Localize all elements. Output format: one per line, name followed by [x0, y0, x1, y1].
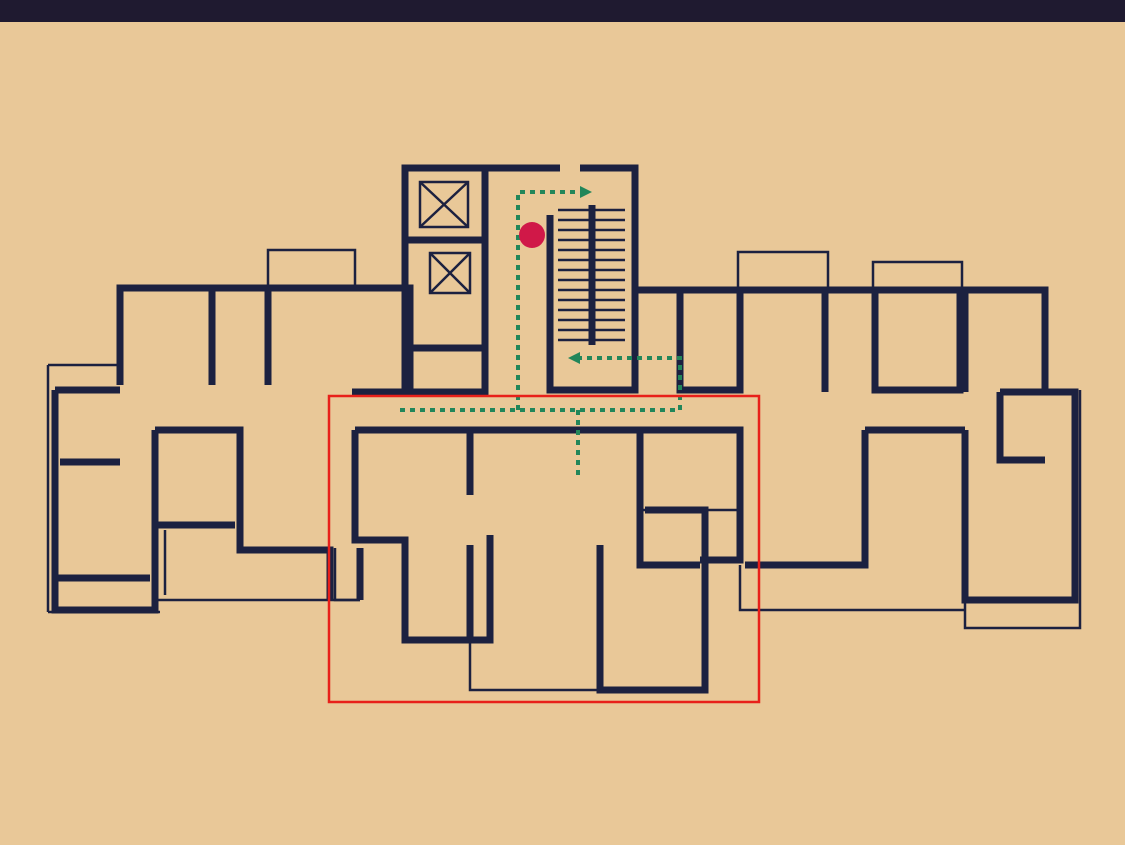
you-are-here-marker	[519, 222, 545, 248]
highlighted-apartment	[333, 426, 744, 694]
exit-arrow-icon	[568, 352, 580, 364]
stairs-icon	[558, 205, 625, 345]
highlight-box	[327, 394, 761, 704]
left-wing-units	[46, 248, 414, 614]
right-wing-units	[738, 388, 1082, 630]
evacuation-route	[400, 186, 682, 475]
exit-arrow-icon	[580, 186, 592, 198]
elevator-icon	[428, 251, 472, 295]
elevator-icon	[418, 180, 470, 229]
building-core	[401, 164, 1049, 396]
